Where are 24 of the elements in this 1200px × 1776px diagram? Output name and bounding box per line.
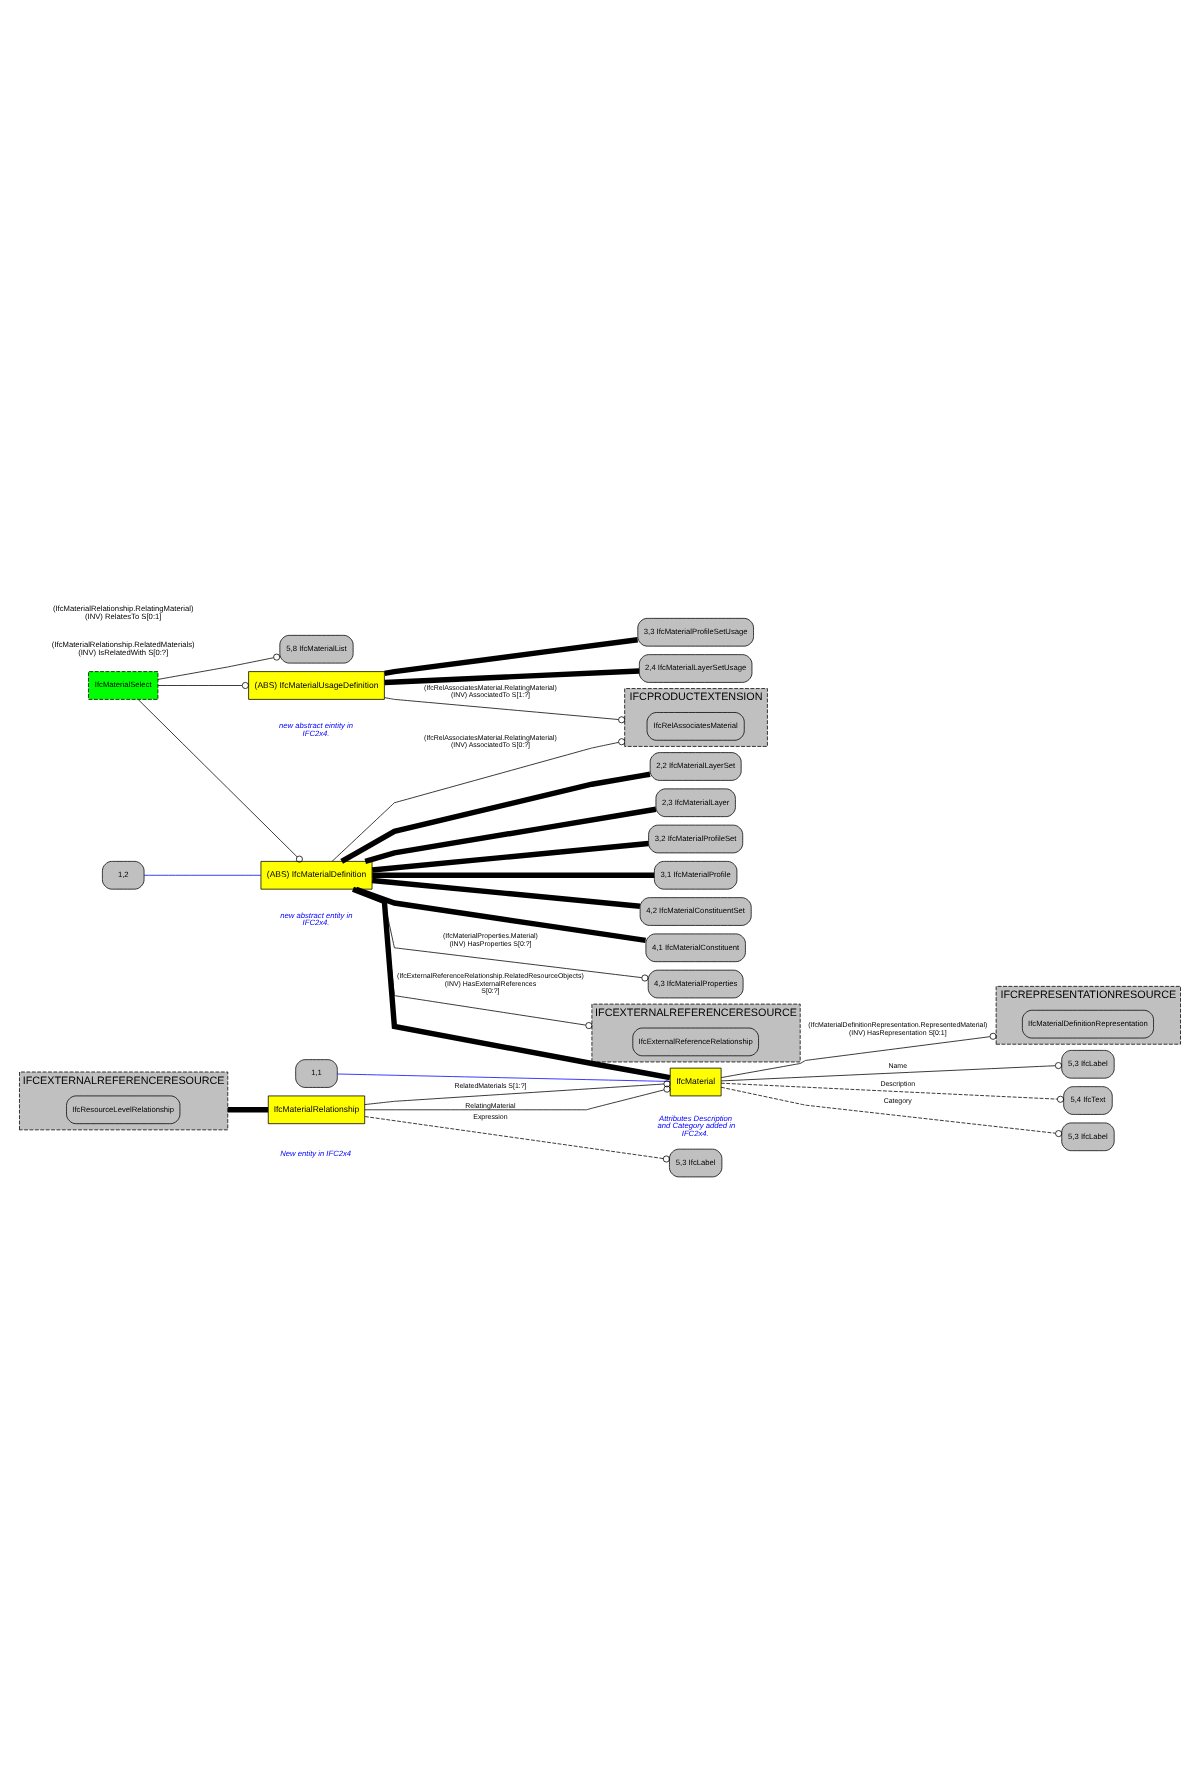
connector [227,1107,269,1113]
connector [364,1080,671,1105]
connector [384,697,626,724]
connector [352,888,649,982]
connector [384,668,640,686]
connector [720,1082,1064,1103]
connector [352,886,671,1081]
connector [720,1086,1063,1138]
connector [364,1085,671,1111]
connector [384,637,638,676]
connector [364,806,657,864]
connector [364,1116,670,1163]
connector [355,886,646,944]
connector [143,874,262,876]
connector [720,1032,997,1078]
connector [340,771,651,864]
connector [371,877,641,909]
connector [372,872,655,878]
connector [157,653,281,680]
connector [371,840,649,873]
connector [331,738,626,862]
connector [137,699,303,863]
connector [720,1062,1062,1082]
connector [157,682,249,689]
